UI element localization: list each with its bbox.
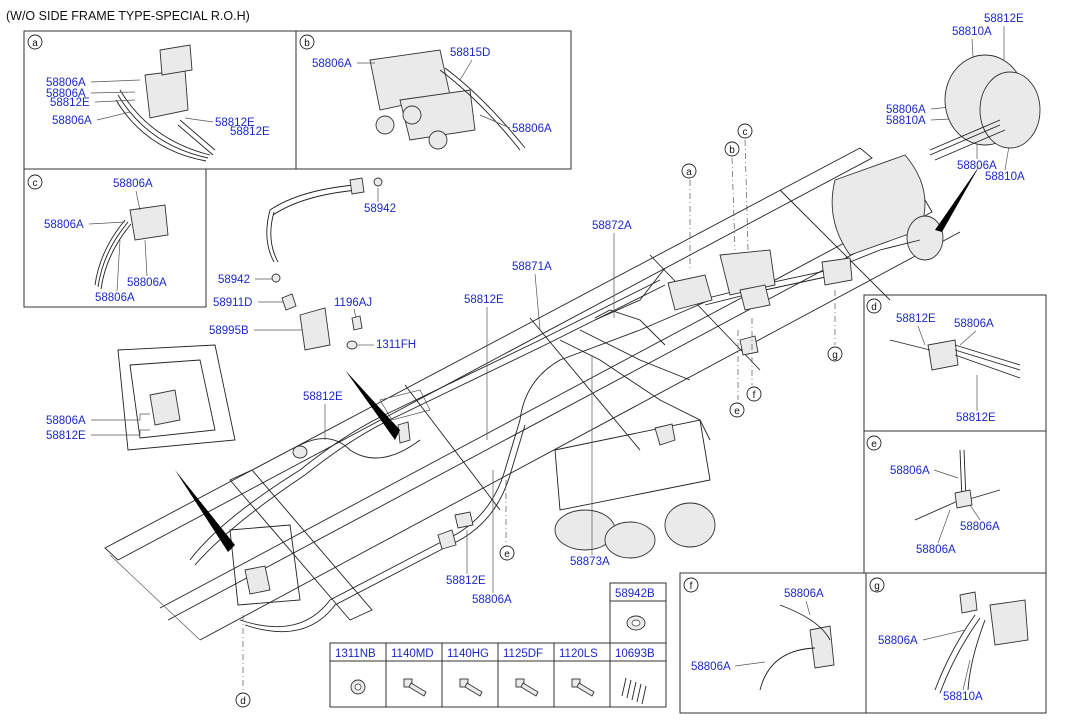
label-1196AJ: 1196AJ [334, 297, 372, 309]
parts-table: 58942B 1311NB 1140MD 1140HG 1125DF 1120L… [329, 582, 667, 708]
callout-circle-b: b [724, 141, 740, 157]
svg-text:58812E: 58812E [956, 412, 996, 424]
svg-text:f: f [690, 581, 693, 592]
svg-text:b: b [304, 38, 310, 49]
label-58806A-lower: 58806A [472, 594, 512, 606]
parts-code-10693B: 10693B [615, 648, 655, 660]
label-58942-bottom: 58942 [218, 274, 250, 286]
svg-text:58812E: 58812E [50, 97, 90, 109]
label-58995B: 58995B [209, 325, 249, 337]
bolt-icon [515, 678, 539, 697]
parts-code-58942B: 58942B [615, 588, 655, 600]
svg-text:58815D: 58815D [450, 47, 490, 59]
parts-code-1140HG: 1140HG [447, 648, 489, 660]
svg-text:a: a [686, 167, 692, 178]
parts-code-1140MD: 1140MD [391, 648, 434, 660]
label-58872A: 58872A [592, 220, 632, 232]
detail-panel-b: b 58806A 58815D 58806A [295, 30, 572, 170]
svg-text:58810A: 58810A [943, 691, 983, 703]
spring-icon [621, 677, 647, 705]
detail-panel-f: f 58806A 58806A [679, 572, 867, 714]
detail-panel-e: e 58806A 58806A 58806A [863, 430, 1047, 574]
callout-circle-a: a [681, 163, 697, 179]
detail-panel-a: a 58806A 58806A 58812E 58806A 58812E 588… [23, 30, 297, 170]
callout-circle-c: c [737, 123, 753, 139]
svg-text:58806A: 58806A [95, 292, 135, 304]
svg-text:e: e [734, 406, 740, 417]
svg-text:e: e [871, 439, 877, 450]
label-1311FH: 1311FH [376, 339, 416, 351]
label-58810A-tank-mid: 58810A [886, 115, 926, 127]
detail-panel-g: g 58806A 58810A [865, 572, 1047, 714]
svg-text:c: c [33, 178, 38, 189]
svg-text:58806A: 58806A [890, 465, 930, 477]
label-58812E-tank: 58812E [984, 13, 1024, 25]
svg-text:d: d [871, 302, 877, 313]
callout-circle-e1: e [729, 402, 745, 418]
label-58812E-lower: 58812E [446, 575, 486, 587]
svg-text:d: d [240, 696, 246, 707]
svg-text:f: f [753, 390, 756, 401]
callout-circle-e2: e [499, 545, 515, 561]
leader-wedge-3 [935, 165, 980, 232]
svg-text:58806A: 58806A [960, 521, 1000, 533]
label-58942-top: 58942 [364, 203, 396, 215]
callout-circle-d: d [235, 692, 251, 708]
svg-text:58806A: 58806A [916, 544, 956, 556]
bolt-icon [459, 678, 483, 697]
parts-code-1120LS: 1120LS [559, 648, 598, 660]
bolt-icon [403, 678, 427, 697]
bolt-icon [571, 678, 595, 697]
svg-text:58812E: 58812E [896, 313, 936, 325]
svg-text:58806A: 58806A [784, 588, 824, 600]
parts-code-1311NB: 1311NB [335, 648, 376, 660]
svg-text:58806A: 58806A [44, 219, 84, 231]
label-58812E-front: 58812E [46, 430, 86, 442]
svg-text:58806A: 58806A [46, 77, 86, 89]
label-58806A-tank-low: 58806A [957, 160, 997, 172]
label-58806A-tank-mid: 58806A [886, 104, 926, 116]
label-58911D: 58911D [213, 297, 252, 309]
svg-text:58812E: 58812E [230, 126, 270, 138]
svg-text:g: g [832, 350, 838, 361]
svg-text:58806A: 58806A [113, 178, 153, 190]
svg-text:58806A: 58806A [52, 115, 92, 127]
svg-text:58812E: 58812E [215, 117, 255, 129]
svg-text:58806A: 58806A [954, 318, 994, 330]
label-58810A-tank-low: 58810A [985, 171, 1025, 183]
detail-panel-c: c 58806A 58806A 58806A 58806A [23, 168, 207, 308]
leader-wedge-2 [175, 470, 235, 552]
label-58812E-upper: 58812E [464, 294, 504, 306]
svg-text:a: a [32, 38, 38, 49]
detail-panel-d: d 58812E 58806A 58812E [863, 294, 1047, 432]
svg-text:58806A: 58806A [512, 123, 552, 135]
callout-circle-f: f [746, 386, 762, 402]
svg-text:g: g [874, 581, 880, 592]
svg-text:58806A: 58806A [46, 88, 86, 100]
svg-text:58806A: 58806A [312, 58, 352, 70]
svg-text:58806A: 58806A [127, 277, 167, 289]
callout-circle-g: g [827, 346, 843, 362]
label-58871A: 58871A [512, 261, 552, 273]
label-58806A-front: 58806A [46, 415, 86, 427]
air-lines [149, 177, 921, 633]
leader-wedge-1 [345, 370, 400, 440]
label-58873A: 58873A [570, 556, 610, 568]
callout-lines [242, 139, 836, 690]
svg-text:58806A: 58806A [878, 635, 918, 647]
svg-text:b: b [729, 145, 735, 156]
chassis-frame [104, 147, 961, 641]
svg-text:c: c [743, 127, 748, 138]
svg-text:58806A: 58806A [691, 661, 731, 673]
label-58810A-tank-top: 58810A [952, 26, 992, 38]
label-58812E-mid: 58812E [303, 391, 343, 403]
diagram-title: (W/O SIDE FRAME TYPE-SPECIAL R.O.H) [6, 9, 250, 23]
parts-code-1125DF: 1125DF [503, 648, 543, 660]
brake-chamber-cluster [929, 54, 1041, 161]
svg-text:e: e [504, 549, 510, 560]
